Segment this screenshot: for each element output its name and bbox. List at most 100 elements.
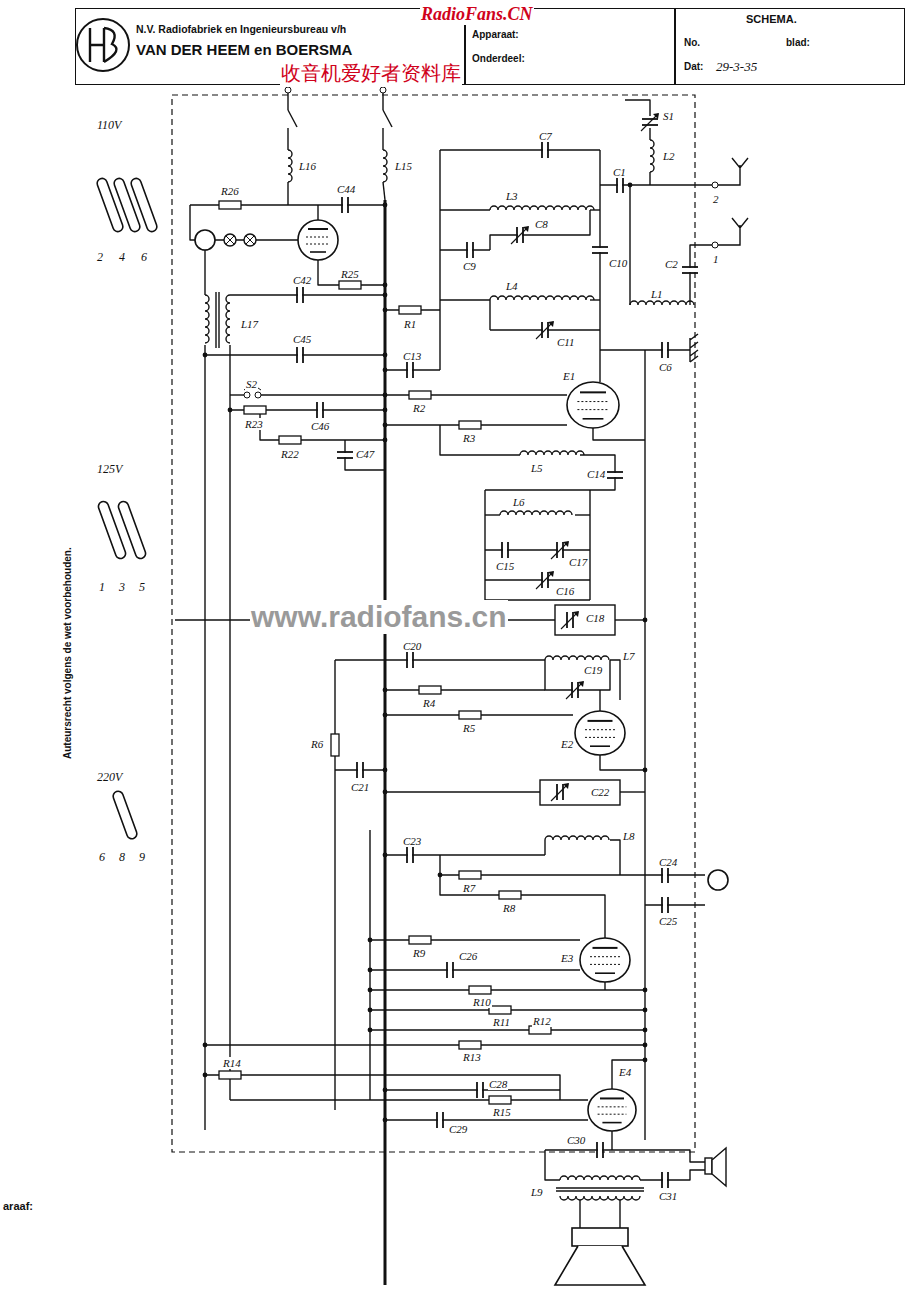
wire (610, 840, 620, 875)
junction-dot (643, 988, 648, 993)
component-label: 1 (712, 253, 720, 265)
valve-grid (585, 729, 615, 730)
capacitor-plate (562, 542, 564, 558)
transformer-core (556, 1187, 644, 1188)
wire (230, 394, 244, 395)
wire (545, 1150, 560, 1180)
capacitor-gap (606, 473, 624, 477)
valve-grid (585, 737, 615, 738)
wire (205, 1044, 645, 1045)
junction-dot (383, 790, 388, 795)
component-label: R26 (220, 185, 240, 197)
resistor-symbol (459, 871, 481, 879)
capacitor-plate (616, 177, 618, 193)
junction-dot (628, 183, 633, 188)
capacitor-plate (667, 867, 669, 883)
junction-dot (383, 768, 388, 773)
component-label: C16 (555, 585, 575, 597)
capacitor-plate (607, 471, 623, 473)
title-block-text: N.V. Radiofabriek en Ingenieursbureau v/… (136, 23, 346, 35)
capacitor-plate (466, 242, 468, 258)
variable-arrowhead (548, 571, 554, 577)
valve-envelope (575, 711, 625, 755)
watermark: 收音机爱好者资料库 (280, 60, 462, 87)
junction-dot (383, 688, 388, 693)
earth-symbol (690, 334, 698, 362)
valve-cathode (602, 1122, 621, 1124)
component-label: R1 (403, 318, 417, 330)
component-label: S1 (662, 110, 675, 122)
capacitor-plate (592, 246, 608, 248)
capacitor-gap (598, 1141, 602, 1159)
resistor-symbol (399, 306, 421, 314)
component-label: C45 (292, 333, 312, 345)
capacitor-gap (336, 453, 354, 457)
wire (649, 128, 650, 140)
capacitor-plate (442, 1112, 444, 1128)
capacitor-plate (541, 572, 543, 588)
wire (485, 489, 590, 490)
coil-symbol (545, 836, 609, 840)
capacitor-plate (341, 197, 343, 213)
component-label: E3 (560, 952, 574, 964)
component-label: C10 (608, 257, 628, 269)
valve-anode (580, 391, 606, 393)
switch-blade (383, 110, 392, 127)
capacitor-plate (661, 342, 663, 358)
component-label: 2 (712, 193, 720, 205)
wire (287, 93, 288, 110)
capacitor-gap (503, 541, 507, 559)
valve-grid (306, 244, 330, 245)
wire (440, 875, 605, 938)
component-label: C1 (612, 166, 627, 178)
component-label: C9 (462, 260, 477, 272)
variable-arrowhead (578, 681, 584, 687)
valve-grid (590, 964, 620, 965)
capacitor-gap (408, 651, 412, 669)
transformer-core (218, 292, 219, 348)
component-label: S2 (245, 378, 258, 390)
component-label: L4 (505, 280, 519, 292)
capacitor-plate (412, 847, 414, 863)
resistor-symbol (244, 406, 266, 414)
capacitor-plate (572, 612, 574, 628)
valve-cathode (310, 251, 326, 253)
coil-symbol (490, 206, 594, 210)
resistor-symbol (459, 421, 481, 429)
junction-dot (643, 618, 648, 623)
capacitor-plate (296, 287, 298, 303)
component-label: R6 (310, 738, 324, 750)
component-label: L9 (530, 1186, 544, 1198)
title-block-text: Dat: (684, 61, 703, 72)
wire (544, 840, 545, 855)
variable-arrow (551, 784, 568, 801)
capacitor-plate (296, 347, 298, 363)
title-block-text: Onderdeel: (472, 53, 525, 64)
selector-label: 220V (96, 770, 123, 785)
wire (383, 182, 385, 200)
wire (490, 210, 590, 250)
variable-arrow (566, 682, 583, 699)
coil-symbol (490, 296, 594, 300)
variable-arrow (511, 227, 528, 244)
junction-dot (383, 423, 388, 428)
antenna-symbol (718, 158, 748, 245)
wire (385, 689, 545, 690)
resistor-symbol (459, 711, 481, 719)
coil-symbol (650, 140, 654, 172)
capacitor-gap (663, 866, 667, 884)
variable-arrow (561, 612, 578, 629)
capacitor-plate (501, 542, 503, 558)
capacitor-gap (408, 361, 412, 379)
antenna-terminal (712, 242, 718, 248)
component-label: C31 (658, 1190, 678, 1202)
wire (370, 1029, 645, 1030)
wire (440, 249, 490, 250)
capacitor-plate (571, 682, 573, 698)
capacitor-gap (663, 341, 667, 359)
terminal (380, 87, 386, 93)
capacitor-plate (522, 227, 524, 243)
wire (593, 428, 645, 440)
logo-monogram (90, 28, 117, 62)
